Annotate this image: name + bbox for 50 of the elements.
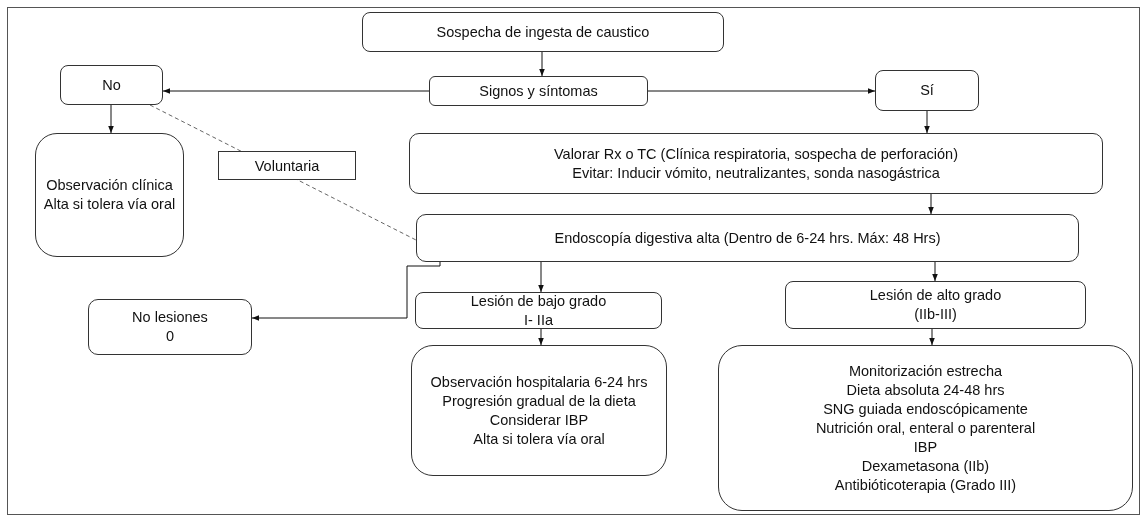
- process-box: [35, 133, 184, 257]
- node-text: SNG guiada endoscópicamente: [823, 399, 1028, 419]
- node-text: Monitorización estrecha: [848, 361, 1003, 381]
- edge-label: Voluntaria: [218, 151, 356, 180]
- node-text: No: [102, 75, 121, 95]
- node-text: Endoscopía digestiva alta (Dentro de 6-24 hrs. Máx: 48 Hrs): [554, 228, 941, 248]
- arrow: [251, 261, 441, 321]
- node-text: Nutrición oral, enteral o parenteral: [815, 418, 1036, 438]
- arrow: [538, 261, 544, 293]
- arrow: [924, 110, 930, 134]
- process-box: [429, 76, 648, 106]
- node-text: Progresión gradual de la dieta: [442, 391, 636, 411]
- node-text: 0: [165, 327, 175, 346]
- node-text: Dexametasona (IIb): [861, 456, 990, 476]
- process-box: [785, 281, 1086, 329]
- node-text: No lesiones: [132, 308, 208, 327]
- node-text: Antibióticoterapia (Grado III): [834, 475, 1017, 495]
- arrow: [928, 193, 934, 215]
- decision-box: [60, 65, 163, 105]
- node-text: Sospecha de ingesta de caustico: [436, 22, 650, 42]
- node-text: Observación clínica: [46, 176, 173, 195]
- node-text: Valorar Rx o TC (Clínica respiratoria, sospecha de perforación): [554, 144, 958, 164]
- node-text: Lesión de bajo grado: [470, 291, 607, 311]
- process-box: [718, 345, 1133, 511]
- arrow: [538, 328, 544, 346]
- node-text: Alta si tolera vía oral: [43, 195, 176, 214]
- decision-box: [875, 70, 979, 111]
- process-box: [409, 133, 1103, 194]
- arrow: [932, 261, 938, 282]
- process-box: [362, 12, 724, 52]
- node-text: Sí: [920, 81, 934, 100]
- arrow: [929, 328, 935, 346]
- node-text: Observación hospitalaria 6-24 hrs: [430, 372, 648, 392]
- node-text: Lesión de alto grado: [869, 286, 1002, 305]
- process-box: [416, 214, 1079, 262]
- arrow: [539, 51, 545, 77]
- node-text: IBP: [913, 437, 938, 457]
- arrow: [162, 88, 430, 94]
- node-text: Dieta absoluta 24-48 hrs: [846, 380, 1005, 400]
- process-box: [411, 345, 667, 476]
- node-text: Evitar: Inducir vómito, neutralizantes, sonda nasogástrica: [572, 163, 940, 183]
- node-text: Considerar IBP: [489, 410, 589, 430]
- arrow: [108, 104, 114, 134]
- node-text: I- IIa: [524, 310, 553, 330]
- arrow: [647, 88, 876, 94]
- process-box: [415, 292, 662, 329]
- process-box: [88, 299, 252, 355]
- node-text: Signos y síntomas: [479, 81, 598, 101]
- node-text: (IIb-III): [914, 305, 957, 324]
- node-text: Alta si tolera vía oral: [473, 429, 605, 449]
